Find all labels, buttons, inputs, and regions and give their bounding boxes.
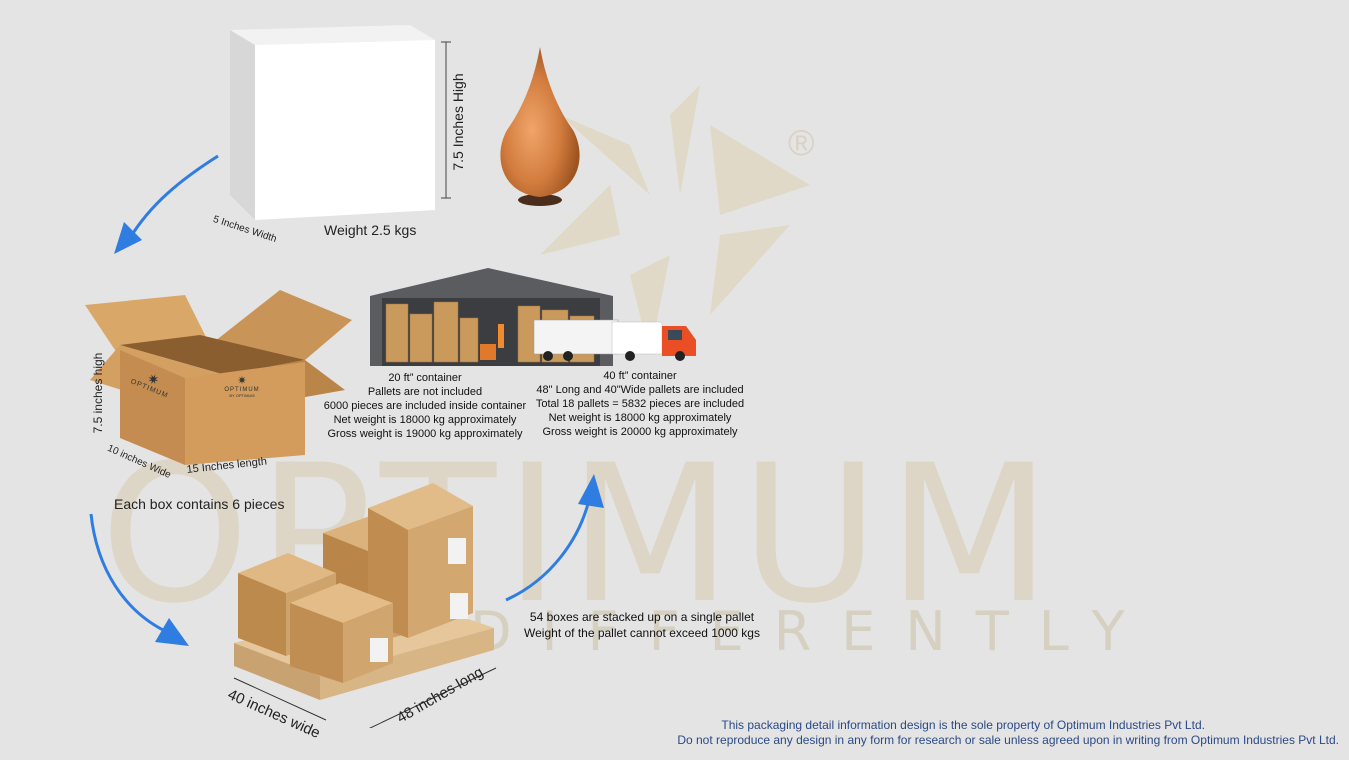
pallet-boxes-image — [233, 483, 497, 728]
warehouse-truck-image — [370, 268, 696, 366]
container-40ft-line: 48" Long and 40"Wide pallets are include… — [536, 384, 744, 396]
container-20ft-line: Gross weight is 19000 kg approximately — [327, 428, 523, 440]
watermark-star-icon — [540, 85, 810, 355]
container-40ft-line: 40 ft” container — [603, 370, 677, 382]
height-dimension-line — [441, 41, 451, 199]
pallet-info: 54 boxes are stacked up on a single pall… — [506, 609, 778, 641]
container-20ft-info: 20 ft” container Pallets are not include… — [320, 371, 530, 441]
carton-box — [85, 290, 352, 465]
pallet-info-line: 54 boxes are stacked up on a single pall… — [529, 610, 755, 624]
copyright-line-2: Do not reproduce any design in any form … — [677, 733, 1339, 747]
flow-arrow-3 — [505, 474, 604, 602]
container-40ft-line: Net weight is 18000 kg approximately — [548, 412, 732, 424]
carton-height-label: 7.5 inches high — [91, 352, 105, 434]
container-40ft-line: Total 18 pallets = 5832 pieces are inclu… — [535, 398, 745, 410]
registered-mark: ® — [788, 122, 815, 163]
watermark-tagline: DIFFERENTLY — [470, 600, 1155, 663]
carton-logo-side-sub: BY OPTIMUM — [229, 393, 255, 398]
flow-arrow-1 — [114, 154, 219, 254]
pallet-info-line: Weight of the pallet cannot exceed 1000 … — [524, 626, 760, 640]
copyright-notice: This packaging detail information design… — [677, 718, 1339, 748]
container-40ft-info: 40 ft” container 48" Long and 40"Wide pa… — [530, 369, 750, 439]
container-20ft-line: Net weight is 18000 kg approximately — [333, 414, 517, 426]
container-40ft-line: Gross weight is 20000 kg approximately — [542, 426, 738, 438]
box-weight-label: Weight 2.5 kgs — [324, 222, 417, 238]
box-height-label: 7.5 Inches High — [450, 73, 466, 171]
container-20ft-line: 6000 pieces are included inside containe… — [323, 400, 527, 412]
flow-arrow-2 — [89, 513, 189, 646]
carton-contents-label: Each box contains 6 pieces — [114, 496, 285, 512]
container-20ft-line: 20 ft” container — [388, 372, 462, 384]
carton-logo-side-icon: ✷ — [237, 375, 247, 387]
container-20ft-line: Pallets are not included — [367, 386, 483, 398]
carton-logo-side: ✷ OPTIMUM BY OPTIMUM — [222, 375, 262, 399]
product-box — [230, 25, 435, 220]
copyright-line-1: This packaging detail information design… — [721, 718, 1205, 732]
salt-lamp-image — [500, 47, 580, 206]
carton-logo-side-text: OPTIMUM — [224, 387, 260, 393]
